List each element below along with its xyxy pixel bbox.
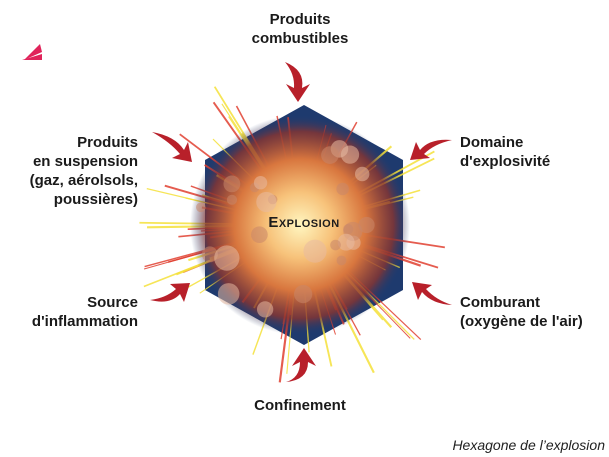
factor-upper-left-line-3: (gaz, aérolsols,	[29, 172, 138, 189]
factor-bottom: Confinement	[230, 396, 370, 415]
factor-upper-left-line-1: Produits	[77, 134, 138, 151]
factor-lower-left-line-2: d'inflammation	[31, 313, 138, 330]
arrow-bottom	[286, 348, 316, 382]
explosion-burst	[190, 115, 410, 335]
explosion-puff	[294, 284, 313, 304]
explosion-puff	[337, 233, 355, 251]
explosion-puff	[336, 182, 349, 196]
arrow-lower-right	[412, 282, 452, 305]
arrow-lower-left	[150, 283, 190, 302]
arrow-top	[285, 62, 310, 102]
explosion-puff	[214, 245, 240, 271]
figure-caption: Hexagone de l’explosion	[452, 437, 605, 453]
explosion-puff	[256, 301, 274, 318]
factor-lower-right: Comburant (oxygène de l'air)	[460, 293, 583, 331]
explosion-puff	[223, 175, 241, 193]
factor-top-line-2: combustibles	[251, 30, 349, 47]
explosion-puff	[358, 216, 375, 234]
explosion-puffs	[196, 140, 375, 318]
explosion-puff	[330, 239, 341, 251]
explosion-puff	[217, 283, 240, 305]
explosion-puff	[303, 239, 327, 263]
factor-upper-left: Produits en suspension (gaz, aérolsols, …	[20, 133, 138, 209]
arrow-upper-right	[410, 139, 452, 160]
arrow-upper-left	[152, 132, 192, 162]
center-label: Explosion	[268, 214, 340, 231]
explosion-puff	[201, 246, 218, 263]
explosion-puff	[226, 194, 238, 205]
explosion-puff	[253, 176, 268, 190]
factor-top-line-1: Produits	[269, 11, 331, 28]
explosion-puff	[256, 191, 277, 213]
factor-upper-right-line-2: d'explosivité	[460, 153, 551, 170]
factor-upper-right-line-1: Domaine	[460, 134, 524, 151]
explosion-puff	[343, 223, 354, 235]
explosion-puff	[354, 166, 370, 182]
factor-upper-right: Domaine d'explosivité	[460, 133, 550, 171]
explosion-puff	[336, 255, 347, 266]
factor-bottom-line-1: Confinement	[254, 397, 346, 414]
explosion-puff	[251, 226, 268, 244]
factor-lower-right-line-1: Comburant	[460, 294, 540, 311]
factor-lower-right-line-2: (oxygène de l'air)	[460, 313, 583, 330]
factor-top: Produits combustibles	[240, 10, 360, 48]
explosion-puff	[321, 146, 339, 164]
factor-upper-left-line-4: poussières)	[53, 191, 138, 208]
factor-upper-left-line-2: en suspension	[32, 153, 138, 170]
factor-lower-left: Source d'inflammation	[20, 293, 138, 331]
explosion-puff	[196, 202, 206, 213]
brand-logo-icon	[22, 44, 42, 60]
factor-lower-left-line-1: Source	[87, 294, 138, 311]
explosion-puff	[340, 145, 360, 164]
